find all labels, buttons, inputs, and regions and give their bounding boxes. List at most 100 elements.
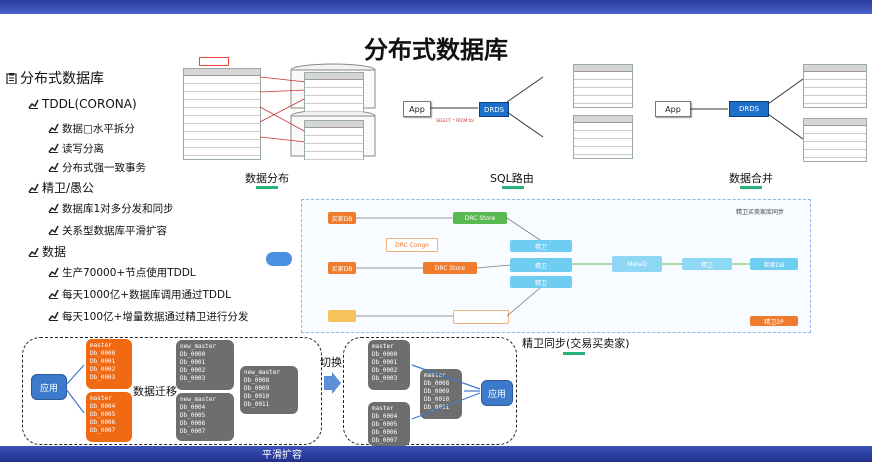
db-item: Db_0006: [90, 419, 116, 426]
db-item: Db_0000: [372, 351, 398, 358]
tree-label: 生产70000+节点使用TDDL: [62, 267, 196, 279]
tree-item-8: 数据: [28, 243, 66, 260]
tree-item-0: 分布式数据库: [6, 68, 104, 88]
tree-label: 分布式强一致事务: [62, 162, 146, 174]
tree-label: 分布式数据库: [20, 71, 104, 87]
flow-box: 买家DB: [328, 212, 356, 224]
db-item: Db_0004: [90, 403, 116, 410]
chart-icon: [48, 266, 59, 277]
chart-icon: [48, 288, 59, 299]
tree-item-7: 关系型数据库平滑扩容: [48, 223, 167, 238]
slide-bottom-bar: [0, 446, 872, 462]
node-title: master: [90, 342, 112, 349]
svg-text:SELECT * FROM tbl: SELECT * FROM tbl: [436, 118, 474, 123]
caption-underline: [502, 186, 524, 189]
flow-box-yellow: [328, 310, 356, 322]
clipboard-icon: [6, 72, 17, 85]
tree-label: 关系型数据库平滑扩容: [62, 225, 167, 237]
flow-box: 精卫: [510, 258, 572, 272]
merge-arrows: [690, 78, 804, 140]
db-item: Db_0002: [372, 367, 398, 374]
db-item: Db_0005: [180, 412, 206, 419]
chart-icon: [48, 224, 59, 235]
db-item: Db_0003: [180, 375, 206, 382]
chart-icon: [48, 310, 59, 321]
app-arrows-left: [65, 364, 85, 414]
flow-title: 精卫买卖家库同步: [736, 209, 785, 216]
flow-source: [266, 252, 292, 266]
db-item: Db_0009: [244, 385, 270, 392]
tree-item-2: 数据□水平拆分: [48, 121, 135, 136]
db-item: Db_0008: [244, 377, 270, 384]
app-node-right: 应用: [481, 380, 513, 406]
flow-box: DRC Store: [453, 212, 507, 224]
flow-box: DRC Congo: [386, 238, 438, 252]
tree-label: 数据□水平拆分: [62, 123, 135, 135]
merge-caption: 数据合并: [729, 172, 773, 185]
flow-box: 精卫: [510, 240, 572, 252]
db-item: Db_0001: [90, 358, 116, 365]
db-item: Db_0006: [372, 429, 398, 436]
route-table-1: [573, 64, 633, 108]
node-title: master: [90, 395, 112, 402]
result-region: [343, 337, 517, 445]
migration-region: [22, 337, 322, 445]
caption-underline: [740, 186, 762, 189]
tree-label: TDDL(CORONA): [42, 97, 137, 111]
tree-label: 每天100亿+增量数据通过精卫进行分发: [62, 311, 249, 323]
node-title: master: [424, 372, 446, 379]
chart-icon: [48, 122, 59, 133]
db-item: Db_0000: [90, 350, 116, 357]
db-item: Db_0002: [180, 367, 206, 374]
app-box: App: [403, 101, 431, 117]
routing-caption: SQL路由: [490, 172, 534, 185]
sharding-caption: 数据分布: [245, 172, 289, 185]
shard-table-2: [304, 120, 364, 160]
tree-label: 数据: [42, 245, 67, 259]
node-title: new_master: [244, 369, 281, 376]
switch-arrow-icon: [324, 372, 341, 394]
db-item: Db_0011: [244, 401, 270, 408]
drds-box: DRDS: [479, 102, 509, 117]
app-arrows-right: [411, 364, 481, 420]
flow-box-empty: [453, 310, 509, 324]
db-item: Db_0004: [180, 404, 206, 411]
bottom-caption: 平滑扩容: [262, 450, 302, 461]
caption-underline: [563, 352, 585, 355]
sync-flow-panel: 精卫买卖家库同步 买家DB 买家DB DRC Store DRC Store D…: [266, 199, 811, 333]
merge-table-1: [803, 64, 867, 108]
db-item: Db_0001: [372, 359, 398, 366]
tree-label: 精卫/愚公: [42, 181, 95, 195]
db-item: Db_0010: [424, 396, 450, 403]
db-item: Db_0001: [180, 359, 206, 366]
caption-underline: [256, 186, 278, 189]
flow-arrows: [356, 217, 750, 317]
chart-icon: [28, 246, 39, 257]
db-item: Db_0007: [372, 437, 398, 444]
db-item: Db_0003: [90, 374, 116, 381]
flow-box: MetaQ: [612, 256, 662, 272]
tree-label: 每天1000亿+数据库调用通过TDDL: [62, 289, 231, 301]
chart-icon: [28, 98, 39, 109]
db-item: Db_0005: [90, 411, 116, 418]
tree-item-1: TDDL(CORONA): [28, 97, 137, 111]
db-item: Db_0004: [372, 413, 398, 420]
db-item: Db_0000: [180, 351, 206, 358]
chart-icon: [48, 161, 59, 172]
flow-box: 买家DB: [328, 262, 356, 274]
tree-item-11: 每天100亿+增量数据通过精卫进行分发: [48, 309, 248, 324]
drds-box: DRDS: [729, 101, 769, 117]
table-label-box: [199, 57, 229, 66]
db-item: Db_0008: [424, 380, 450, 387]
flow-box: DRC Store: [423, 262, 477, 274]
merge-table-2: [803, 118, 867, 162]
node-title: new_master: [180, 343, 217, 350]
node-title: master: [372, 405, 394, 412]
shard-table-1: [304, 72, 364, 112]
db-item: Db_0006: [180, 420, 206, 427]
